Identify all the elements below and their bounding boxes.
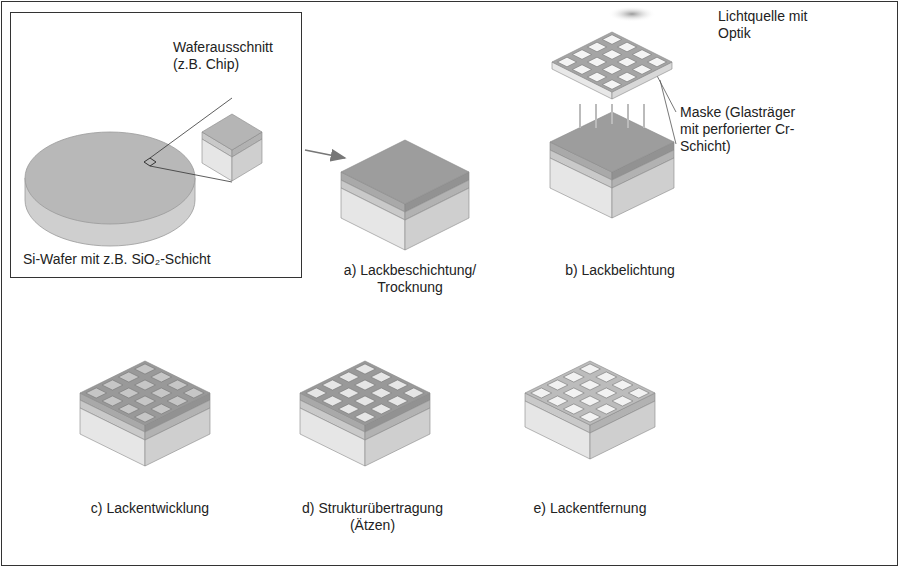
cube-face [580, 396, 601, 406]
cube-face [355, 364, 376, 374]
cube-face [151, 388, 172, 398]
wafer-disk [25, 98, 232, 246]
cube-face [202, 114, 262, 150]
cube-face [322, 380, 343, 390]
cube-face [371, 404, 392, 414]
cube-face [167, 380, 188, 390]
cube-face [612, 380, 633, 390]
step-caption: b) Lackbelichtung [545, 262, 695, 279]
step-caption: a) Lackbeschichtung/ Trocknung [335, 262, 485, 296]
cube-face [118, 388, 139, 398]
cube-face [632, 65, 651, 75]
cube-face [86, 388, 107, 398]
cube-face [102, 380, 123, 390]
cube-face [563, 388, 584, 398]
cube-face [355, 412, 376, 422]
cube-face [617, 42, 636, 52]
step-caption: e) Lackentfernung [510, 500, 670, 517]
light-source-label: Lichtquelle mit Optik [718, 8, 828, 42]
cube-face [525, 361, 655, 425]
cube-face [135, 412, 156, 422]
cube-face [602, 50, 621, 60]
cube-face [322, 396, 343, 406]
cube-face [602, 65, 621, 75]
light-ray [595, 104, 597, 128]
step-caption: c) Lackentwicklung [70, 500, 230, 517]
light-ray [627, 104, 629, 128]
cube-face [596, 388, 617, 398]
cube-face [355, 380, 376, 390]
cube-face [355, 396, 376, 406]
cube-face [118, 404, 139, 414]
cube-face [341, 140, 469, 204]
cube-face [596, 372, 617, 382]
cube-face [617, 57, 636, 67]
cube-face [632, 50, 651, 60]
cube-face [602, 80, 621, 90]
cube-face [587, 57, 606, 67]
inset-box: Waferausschnitt (z.B. Chip) Si-Wafer mit … [10, 12, 302, 278]
cube-face [647, 57, 666, 67]
light-source [608, 6, 656, 22]
cube-face [557, 57, 576, 67]
cube-face [525, 401, 590, 459]
light-ray [643, 104, 645, 128]
cube-face [617, 72, 636, 82]
cube-face [547, 380, 568, 390]
cube-face [572, 50, 591, 60]
cube-face [580, 364, 601, 374]
cube-face [151, 404, 172, 414]
flow-arrow [305, 150, 345, 158]
cube-face [587, 72, 606, 82]
cube-face [612, 396, 633, 406]
cube-face [371, 372, 392, 382]
step-caption: d) Strukturübertragung (Ätzen) [285, 500, 460, 534]
cube-face [547, 396, 568, 406]
cube-face [628, 388, 649, 398]
light-ray [579, 104, 581, 128]
cube-face [135, 396, 156, 406]
cube-face [338, 388, 359, 398]
cube-face [563, 404, 584, 414]
cube-face [580, 380, 601, 390]
cube-face [590, 401, 655, 459]
cube-face [602, 35, 621, 45]
cube-face [167, 396, 188, 406]
cube-face [572, 65, 591, 75]
cube-face [552, 32, 672, 92]
cube-face [596, 404, 617, 414]
cube-face [580, 412, 601, 422]
inset-text: Si-Wafer mit z.B. SiO₂-Schicht [23, 251, 293, 268]
cube-face [587, 42, 606, 52]
light-ray [611, 104, 613, 124]
cube-face [135, 380, 156, 390]
cube-face [531, 388, 552, 398]
cube-face [387, 396, 408, 406]
cube-face [102, 396, 123, 406]
cube-face [371, 388, 392, 398]
cube-face [403, 388, 424, 398]
cube-face [80, 361, 210, 425]
leader-line [660, 80, 676, 144]
cube-face [306, 388, 327, 398]
cube-face [338, 404, 359, 414]
cube-face [387, 380, 408, 390]
cube-face [151, 372, 172, 382]
inset-text: Waferausschnitt (z.B. Chip) [173, 39, 301, 73]
mask-label: Maske (Glasträger mit perforierter Cr-Sc… [680, 104, 800, 155]
cube-face [183, 388, 204, 398]
cube-face [300, 361, 430, 425]
cube-face [135, 364, 156, 374]
cube-face [563, 372, 584, 382]
cube-face [118, 372, 139, 382]
cube-face [338, 372, 359, 382]
